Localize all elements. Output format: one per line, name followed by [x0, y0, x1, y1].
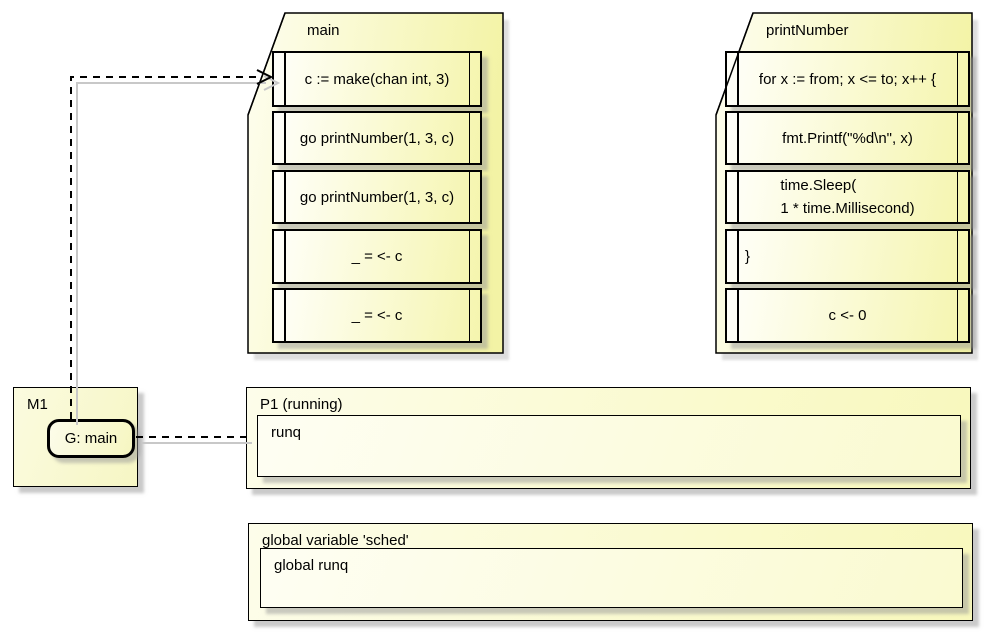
note-main-title: main: [307, 22, 340, 39]
stmt-side-bar: [956, 172, 958, 222]
statement-box: _ = <- c: [272, 288, 482, 343]
stmt-side-bar: [284, 231, 286, 282]
statement-text: go printNumber(1, 3, c): [299, 188, 455, 206]
stmt-side-bar: [956, 290, 958, 341]
machine-m1-label: M1: [27, 396, 48, 413]
statement-box: }: [725, 229, 970, 284]
stmt-side-bar: [284, 172, 286, 222]
stmt-side-bar: [468, 290, 470, 341]
stmt-side-bar: [737, 113, 739, 163]
statement-box: c <- 0: [725, 288, 970, 343]
statement-text: for x := from; x <= to; x++ {: [758, 70, 937, 88]
stmt-side-bar: [468, 53, 470, 105]
goroutine-g-main-box: G: main: [47, 419, 135, 458]
statement-box: go printNumber(1, 3, c): [272, 111, 482, 165]
statement-box: for x := from; x <= to; x++ {: [725, 51, 970, 107]
note-printnumber-title: printNumber: [766, 22, 849, 39]
statement-text: fmt.Printf("%d\n", x): [782, 129, 913, 147]
stmt-side-bar: [737, 53, 739, 105]
global-sched-label: global variable 'sched': [262, 532, 409, 549]
stmt-side-bar: [284, 53, 286, 105]
stmt-side-bar: [737, 172, 739, 222]
global-sched-box: global variable 'sched' global runq: [248, 523, 973, 621]
statement-text: }: [745, 248, 751, 265]
stmt-side-bar: [284, 290, 286, 341]
stmt-side-bar: [284, 113, 286, 163]
goroutine-g-main-label: G: main: [64, 430, 118, 447]
processor-p1-label: P1 (running): [260, 396, 343, 413]
statement-box: go printNumber(1, 3, c): [272, 170, 482, 224]
connector-shadow: [76, 82, 266, 425]
stmt-side-bar: [956, 53, 958, 105]
statement-box: time.Sleep( 1 * time.Millisecond): [725, 170, 970, 224]
stmt-side-bar: [468, 113, 470, 163]
statement-text: _ = <- c: [351, 307, 403, 324]
stmt-side-bar: [956, 113, 958, 163]
statement-box: _ = <- c: [272, 229, 482, 284]
stmt-side-bar: [468, 231, 470, 282]
statement-text: go printNumber(1, 3, c): [299, 129, 455, 147]
stmt-side-bar: [737, 290, 739, 341]
global-runq-box: global runq: [260, 548, 963, 608]
statement-text: c <- 0: [828, 307, 867, 324]
statement-text: time.Sleep( 1 * time.Millisecond): [780, 176, 915, 217]
connector-g-to-make: [70, 76, 257, 419]
processor-p1-box: P1 (running) runq: [246, 387, 971, 489]
global-runq-label: global runq: [274, 557, 349, 574]
stmt-side-bar: [956, 231, 958, 282]
stmt-side-bar: [468, 172, 470, 222]
p1-runq-label: runq: [271, 424, 302, 441]
p1-runq-box: runq: [257, 415, 961, 477]
statement-box: c := make(chan int, 3): [272, 51, 482, 107]
statement-text: _ = <- c: [351, 248, 403, 265]
statement-box: fmt.Printf("%d\n", x): [725, 111, 970, 165]
statement-text: c := make(chan int, 3): [304, 70, 450, 88]
open-arrowhead-icon: [256, 69, 274, 85]
